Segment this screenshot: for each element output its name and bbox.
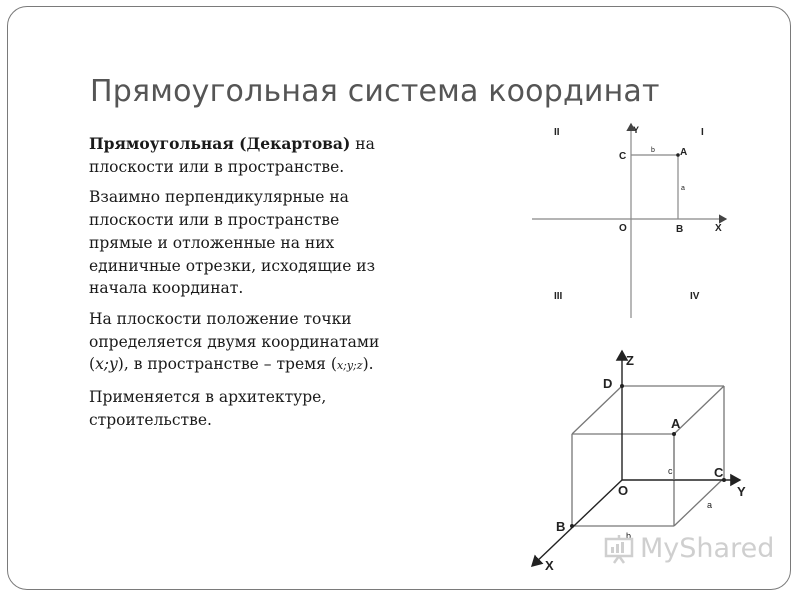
logo-text: MyShared [640, 533, 775, 564]
coords-xyz: x;y;z [336, 359, 363, 373]
point-label-c: C [619, 151, 626, 162]
cube-edge [673, 477, 725, 527]
paragraph-definition: Прямоугольная (Декартова) на плоскости и… [89, 133, 389, 178]
cube-point-label-b: B [556, 519, 565, 534]
cube-axis-label-x: X [545, 558, 554, 573]
point-a-dot [672, 432, 676, 436]
quadrant-label-i: I [701, 127, 704, 138]
coords-text-b: ), в пространстве – тремя ( [117, 355, 337, 374]
plane-diagram: II I III IV Y X O A B C b a [532, 122, 728, 318]
axis-label-x: X [715, 223, 722, 234]
segment-label-b: b [651, 147, 655, 154]
cube-origin-label: O [618, 483, 628, 498]
axis-label-y: Y [633, 125, 639, 135]
cube-diagram: Z Y X O D A C B c a b [530, 349, 746, 573]
quadrant-label-ii: II [554, 127, 560, 138]
cube-axis-label-y: Y [737, 484, 746, 499]
definition-text: на плоскости или в пространстве. [89, 135, 375, 176]
slide-body: Прямоугольная (Декартова) на плоскости и… [89, 133, 389, 439]
cube-axis-x [530, 479, 623, 567]
point-label-a: A [680, 147, 687, 158]
point-c-dot [722, 478, 726, 482]
point-a-dot [676, 153, 680, 157]
presentation-board-icon [604, 534, 634, 564]
cube-segment-label-b: b [626, 531, 631, 541]
cube-segment-label-a: a [707, 500, 712, 510]
paragraph-usage: Применяется в архитектуре, строительстве… [89, 388, 327, 429]
cube-segment-label-c: c [668, 466, 673, 476]
point-b-dot [570, 524, 574, 528]
point-d-dot [620, 384, 624, 388]
term-bold: Прямоугольная (Декартова) [89, 134, 351, 153]
coords-text-c: ). [362, 355, 374, 374]
coords-text-a: На плоскости положение точки определяетс… [89, 309, 380, 374]
myshared-logo: MyShared [604, 533, 774, 564]
coords-xy: x;y [95, 355, 118, 374]
segment-label-a: a [681, 185, 685, 192]
slide-frame [7, 6, 791, 590]
paragraph-description: Взаимно перпендикулярные на плоскости ил… [89, 188, 376, 298]
quadrant-label-iv: IV [690, 291, 700, 302]
cube-point-label-c: C [714, 465, 724, 480]
cube-axis-label-z: Z [626, 353, 634, 368]
point-label-b: B [676, 224, 683, 235]
cube-point-label-d: D [603, 376, 612, 391]
quadrant-label-iii: III [554, 291, 563, 302]
slide-title: Прямоугольная система координат [90, 74, 660, 109]
cube-edge [673, 385, 725, 435]
paragraph-coordinates: На плоскости положение точки определяетс… [89, 308, 389, 378]
cube-edge [571, 385, 623, 435]
cube-point-label-a: A [671, 416, 681, 431]
origin-label: O [619, 223, 627, 234]
